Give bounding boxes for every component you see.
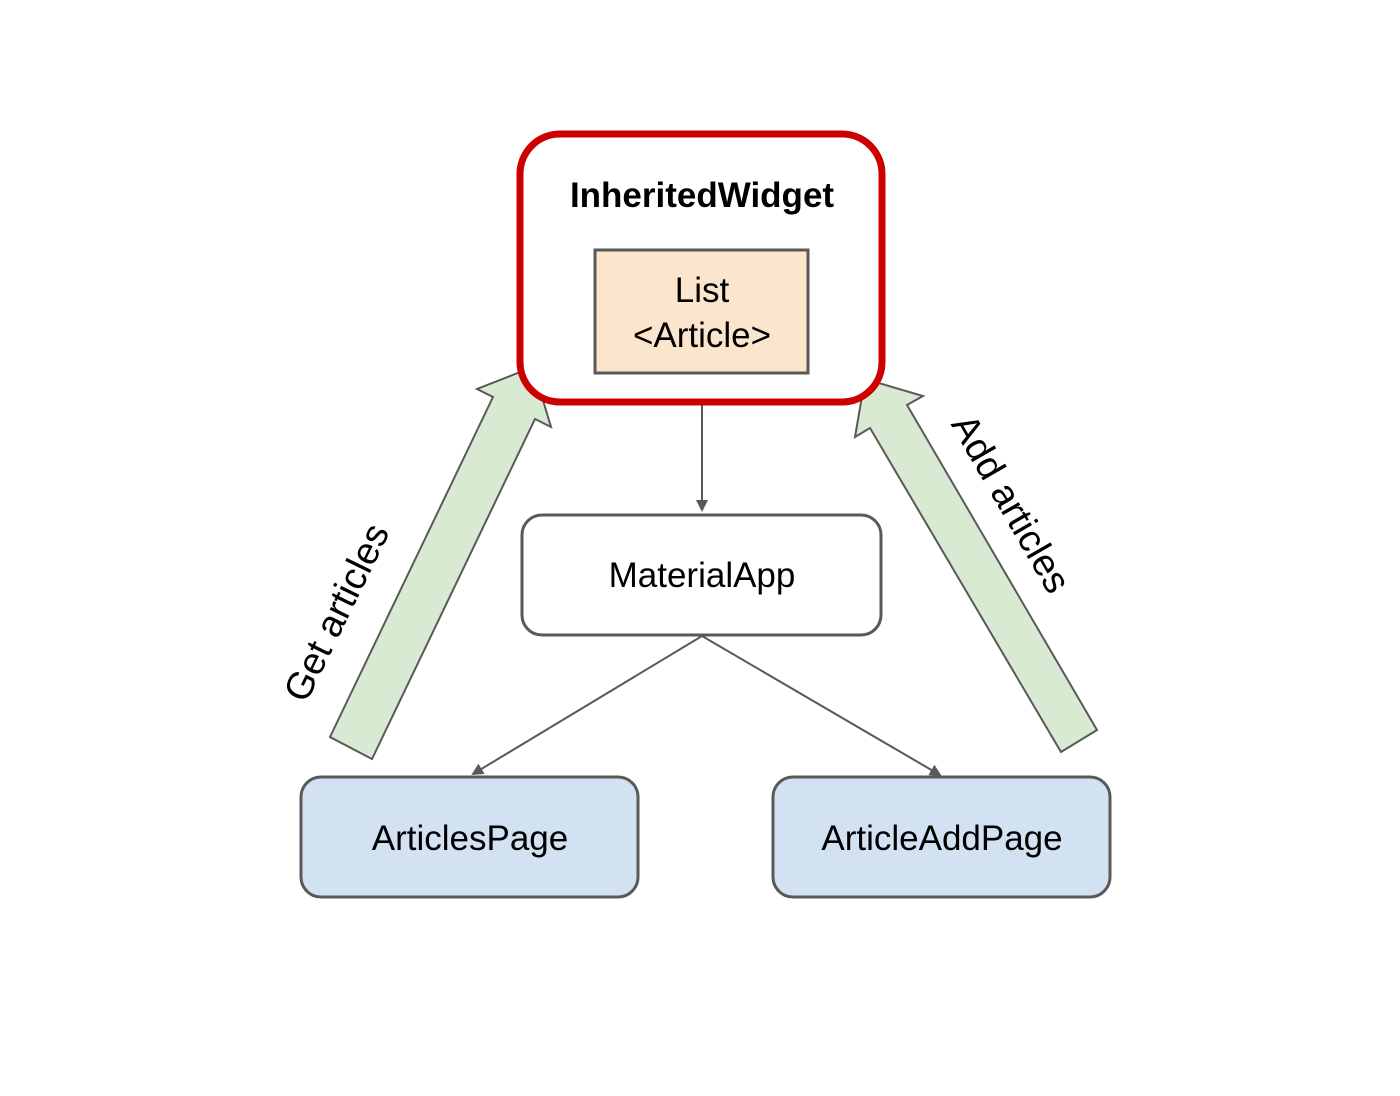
article-add-page-node: ArticleAddPage	[771, 775, 1112, 899]
list-article-box	[593, 248, 810, 375]
article-add-page-box	[771, 775, 1112, 899]
materialapp-to-articlespage-arrow	[471, 635, 703, 776]
material-app-label: MaterialApp	[609, 556, 796, 595]
list-article-line2: <Article>	[633, 316, 771, 355]
material-app-node: MaterialApp	[520, 513, 883, 637]
inherited-widget-node: InheritedWidget List <Article>	[516, 130, 886, 406]
articles-page-label: ArticlesPage	[372, 819, 568, 858]
list-article-line1: List	[675, 271, 730, 310]
articles-page-box	[299, 775, 640, 899]
add-articles-arrow	[853, 377, 1099, 754]
inherited-widget-title: InheritedWidget	[570, 176, 834, 215]
material-app-box	[520, 513, 883, 637]
article-add-page-label: ArticleAddPage	[821, 819, 1062, 858]
articles-page-node: ArticlesPage	[299, 775, 640, 899]
materialapp-to-articleaddpage-arrow	[701, 635, 942, 777]
